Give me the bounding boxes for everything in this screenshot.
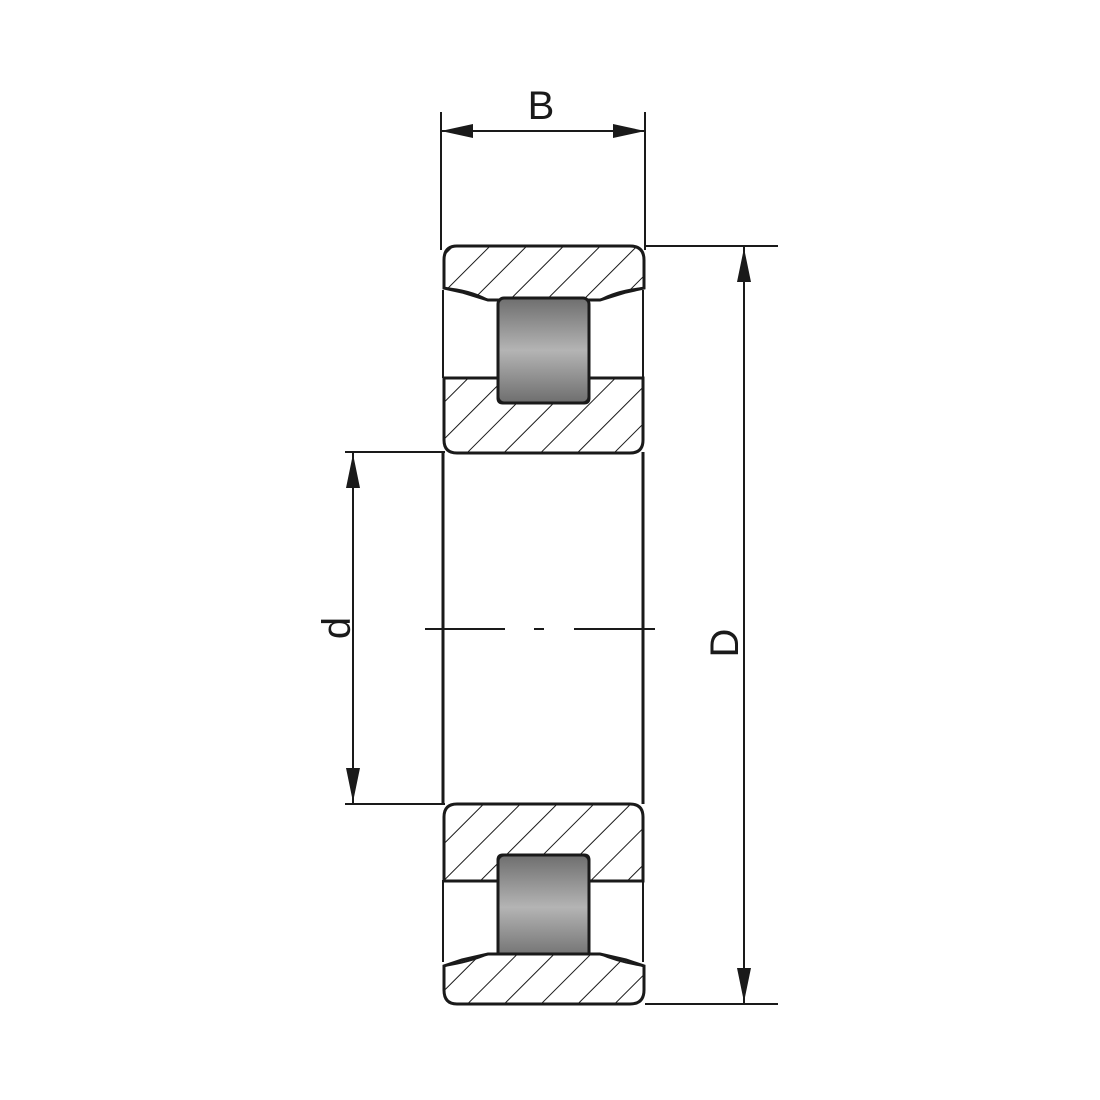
lower-section (442, 802, 646, 1006)
dimension-b: B (441, 84, 645, 138)
bearing-side-edges (441, 290, 645, 962)
arrow-down-icon (737, 968, 751, 1002)
extension-lines (345, 112, 778, 1005)
lower-outer-ring (442, 952, 646, 1006)
lower-roller (496, 853, 591, 962)
upper-roller (496, 296, 591, 405)
upper-section (442, 244, 646, 455)
arrow-up-icon (737, 248, 751, 282)
arrow-left-icon (441, 124, 473, 138)
arrow-down-icon (346, 768, 360, 802)
arrow-up-icon (346, 454, 360, 488)
upper-outer-ring (442, 244, 646, 302)
dimension-d-outer: D (703, 246, 751, 1004)
width-label-b: B (528, 84, 555, 128)
dimension-d-bore: d (315, 452, 360, 804)
bore-label-d: d (315, 617, 359, 639)
outer-diameter-label-d: D (703, 629, 747, 658)
arrow-right-icon (613, 124, 645, 138)
